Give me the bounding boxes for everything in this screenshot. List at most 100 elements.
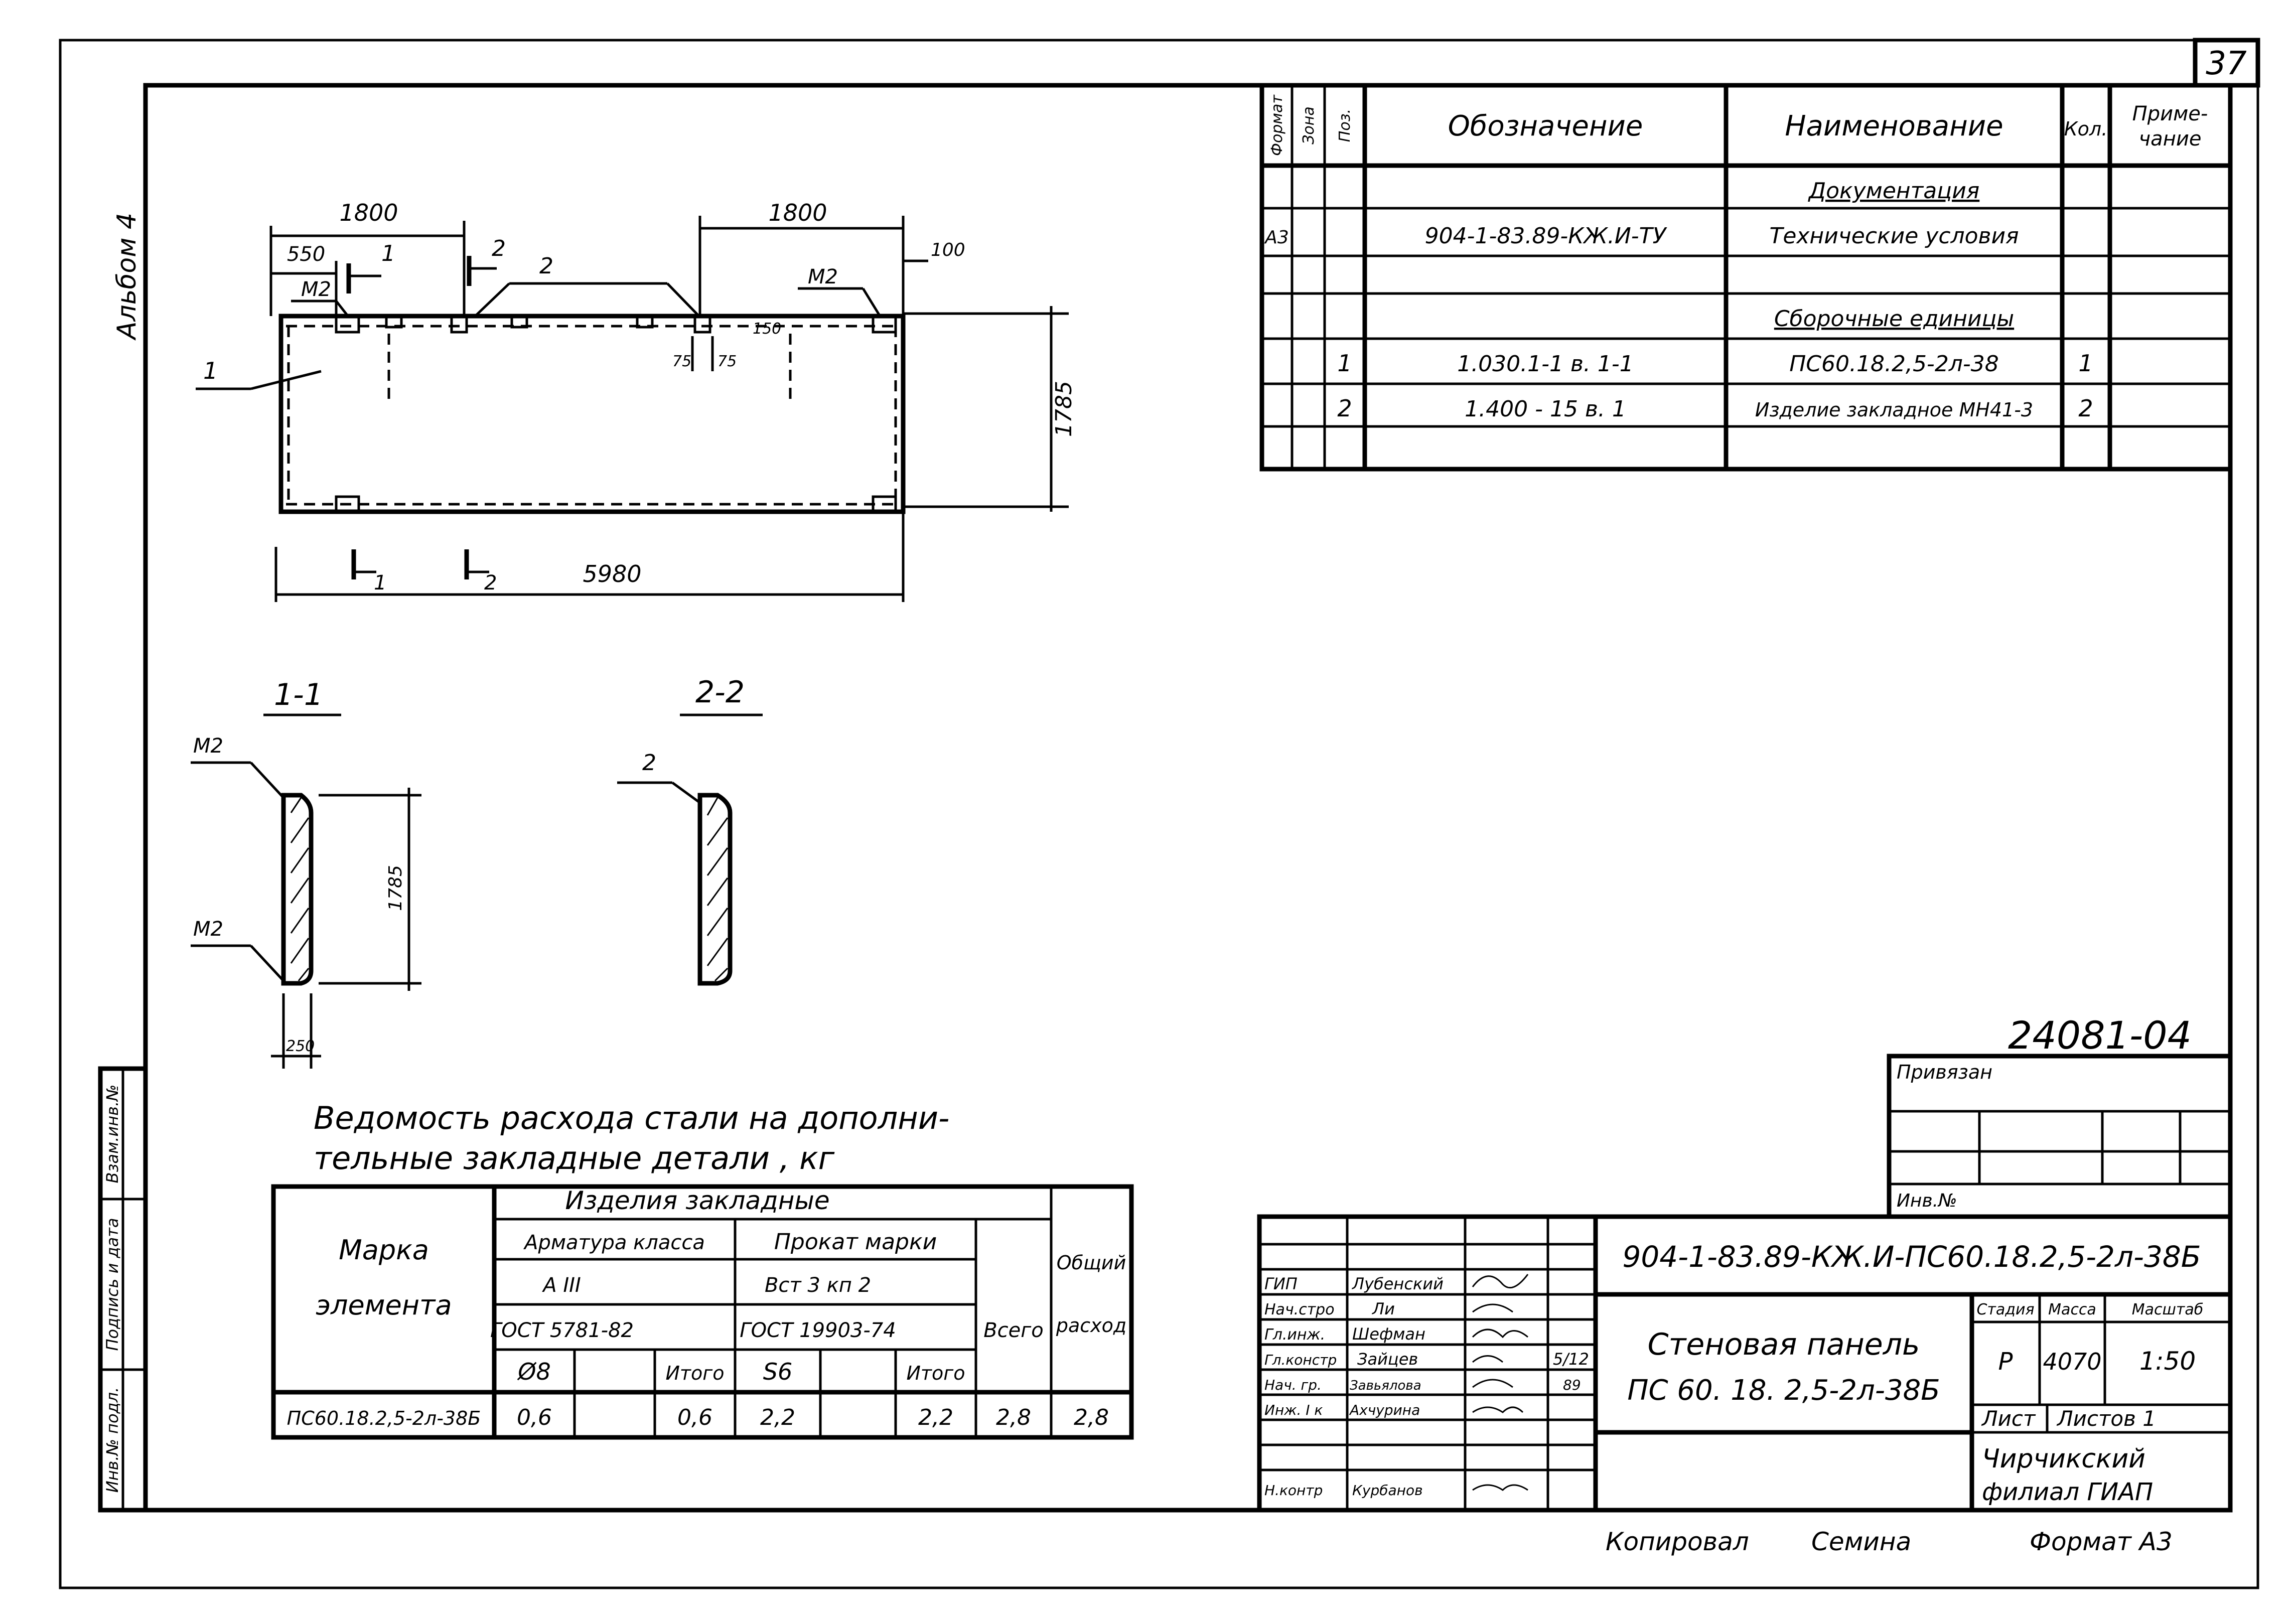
dim-5980: 5980 — [583, 560, 641, 587]
person-role: Инж. I к — [1264, 1402, 1323, 1418]
section-1-1-dim-height: 1785 — [385, 865, 406, 911]
plan-view: 1800 1800 550 100 М2 М2 1 2 2 150 75 75 … — [196, 199, 1077, 602]
person-name: Завьялова — [1350, 1378, 1421, 1393]
scale-label: Масштаб — [2132, 1301, 2204, 1318]
spec-row-qty: 2 — [2078, 395, 2093, 422]
side-stamp-replace: Взам.инв.№ — [103, 1085, 122, 1184]
spec-row-designation: 904-1-83.89-КЖ.И-ТУ — [1425, 223, 1668, 249]
steel-grade: Вст 3 кп 2 — [765, 1274, 871, 1297]
steel-col-all: Всего — [983, 1319, 1044, 1342]
cut-2-top: 2 — [492, 236, 506, 261]
steel-col-items: Изделия закладные — [565, 1186, 829, 1215]
dim-75b: 75 — [718, 353, 737, 370]
album-label: Альбом 4 — [112, 213, 142, 341]
steel-col-dia: Ø8 — [517, 1358, 550, 1385]
section-1-1: 1-1 М2 М2 1785 250 — [191, 677, 421, 1069]
title-designation: 904-1-83.89-КЖ.И-ПС60.18.2,5-2л-38Б — [1622, 1240, 2201, 1274]
steel-row-general: 2,8 — [1074, 1405, 1109, 1430]
dim-1800-left: 1800 — [339, 199, 398, 226]
sheet-label: Лист — [1981, 1406, 2036, 1431]
spec-row-designation: 1.400 - 15 в. 1 — [1465, 396, 1626, 422]
section-1-1-m2-top: М2 — [193, 734, 223, 758]
spec-header-name: Наименование — [1785, 110, 2003, 142]
label-m2-left: М2 — [301, 278, 331, 301]
person-name: Зайцев — [1357, 1350, 1418, 1369]
mass-label: Масса — [2048, 1301, 2096, 1318]
dim-550: 550 — [287, 243, 325, 266]
footer-format: Формат А3 — [2030, 1527, 2173, 1556]
person-name: Шефман — [1352, 1324, 1425, 1344]
person-name: Ахчурина — [1349, 1402, 1420, 1418]
steel-col-thick: S6 — [763, 1358, 792, 1385]
spec-row-designation: 1.030.1-1 в. 1-1 — [1457, 351, 1634, 377]
steel-gost-rebar: ГОСТ 5781-82 — [490, 1319, 634, 1342]
steel-col-general-1: Общий — [1057, 1252, 1126, 1274]
title-name-line2: ПС 60. 18. 2,5-2л-38Б — [1627, 1374, 1940, 1407]
steel-row-total2: 2,2 — [918, 1405, 953, 1430]
signature-scribble — [1472, 1274, 1529, 1491]
sign-date: 5/12 — [1553, 1350, 1589, 1369]
binding-code: 24081-04 — [2008, 1013, 2192, 1058]
dim-1785-plan: 1785 — [1051, 381, 1077, 437]
section-1-1-m2-bottom: М2 — [193, 918, 223, 941]
steel-col-rebar-class: Арматура класса — [523, 1231, 705, 1254]
side-stamp: Инв.№ подл. Подпись и дата Взам.инв.№ — [98, 1066, 148, 1513]
stage-value: Р — [1998, 1348, 2013, 1376]
steel-col-rolled: Прокат марки — [774, 1229, 937, 1255]
steel-col-mark-2: элемента — [316, 1289, 452, 1321]
scale-value: 1:50 — [2139, 1347, 2196, 1376]
spec-header-designation: Обозначение — [1448, 110, 1643, 142]
spec-row-name: Сборочные единицы — [1774, 306, 2014, 332]
section-2-2-leader: 2 — [642, 750, 656, 776]
person-role: Нач. гр. — [1264, 1377, 1322, 1393]
person-role: Гл.инж. — [1264, 1326, 1325, 1344]
spec-row-pos: 1 — [1337, 350, 1352, 377]
section-2-2: 2-2 2 — [617, 675, 763, 986]
binding-label: Привязан — [1897, 1061, 1992, 1083]
section-1-1-dim-width: 250 — [286, 1038, 315, 1055]
spec-row-name: ПС60.18.2,5-2л-38 — [1789, 351, 1999, 377]
cut-2-bottom: 2 — [484, 571, 497, 595]
section-2-2-title: 2-2 — [695, 675, 745, 710]
steel-row-all: 2,8 — [996, 1405, 1031, 1430]
spec-table: Формат Зона Поз. Обозначение Наименовани… — [1259, 83, 2233, 472]
steel-row-mark: ПС60.18.2,5-2л-38Б — [287, 1407, 481, 1429]
person-role: Гл.констр — [1264, 1352, 1337, 1368]
spec-header-note-1: Приме- — [2132, 102, 2208, 125]
outer-frame — [59, 39, 2259, 1589]
footer-copied: Копировал — [1606, 1527, 1749, 1556]
dim-100: 100 — [931, 240, 965, 260]
spec-row-name: Изделие закладное МН41-3 — [1755, 399, 2033, 421]
dim-150: 150 — [753, 320, 781, 338]
spec-row-format: А3 — [1264, 227, 1289, 248]
spec-header-qty: Кол. — [2064, 118, 2108, 140]
label-m2-right: М2 — [808, 265, 838, 288]
steel-gost-rolled: ГОСТ 19903-74 — [740, 1319, 896, 1342]
steel-row-d8: 0,6 — [517, 1405, 552, 1430]
steel-row-total1: 0,6 — [677, 1405, 712, 1430]
person-role: Н.контр — [1264, 1482, 1323, 1499]
steel-title-line1: Ведомость расхода стали на дополни- — [314, 1100, 949, 1136]
spec-header-format: Формат — [1268, 94, 1286, 156]
footer-copier: Семина — [1811, 1527, 1911, 1556]
steel-table: Ведомость расхода стали на дополни- тель… — [271, 1100, 1134, 1440]
binding-inv: Инв.№ — [1897, 1191, 1957, 1211]
stage-label: Стадия — [1976, 1301, 2034, 1318]
spec-row-qty: 1 — [2078, 350, 2093, 377]
org-line2: филиал ГИАП — [1982, 1478, 2153, 1506]
spec-header-pos: Поз. — [1336, 109, 1354, 142]
binding-block: 24081-04 Привязан Инв.№ — [1887, 1013, 2233, 1219]
dim-75a: 75 — [672, 353, 691, 370]
side-stamp-signature: Подпись и дата — [103, 1218, 122, 1351]
cut-1-bottom: 1 — [374, 571, 386, 595]
cut-1-top: 1 — [381, 241, 395, 266]
spec-row-name: Технические условия — [1769, 223, 2019, 249]
spec-row-name: Документация — [1808, 178, 1980, 204]
steel-title-line2: тельные закладные детали , кг — [314, 1140, 835, 1176]
spec-row-pos: 2 — [1337, 395, 1352, 422]
mass-value: 4070 — [2043, 1348, 2101, 1375]
dim-1800-right: 1800 — [768, 199, 827, 226]
org-line1: Чирчикский — [1982, 1444, 2145, 1474]
title-name-line1: Стеновая панель — [1648, 1327, 1920, 1362]
